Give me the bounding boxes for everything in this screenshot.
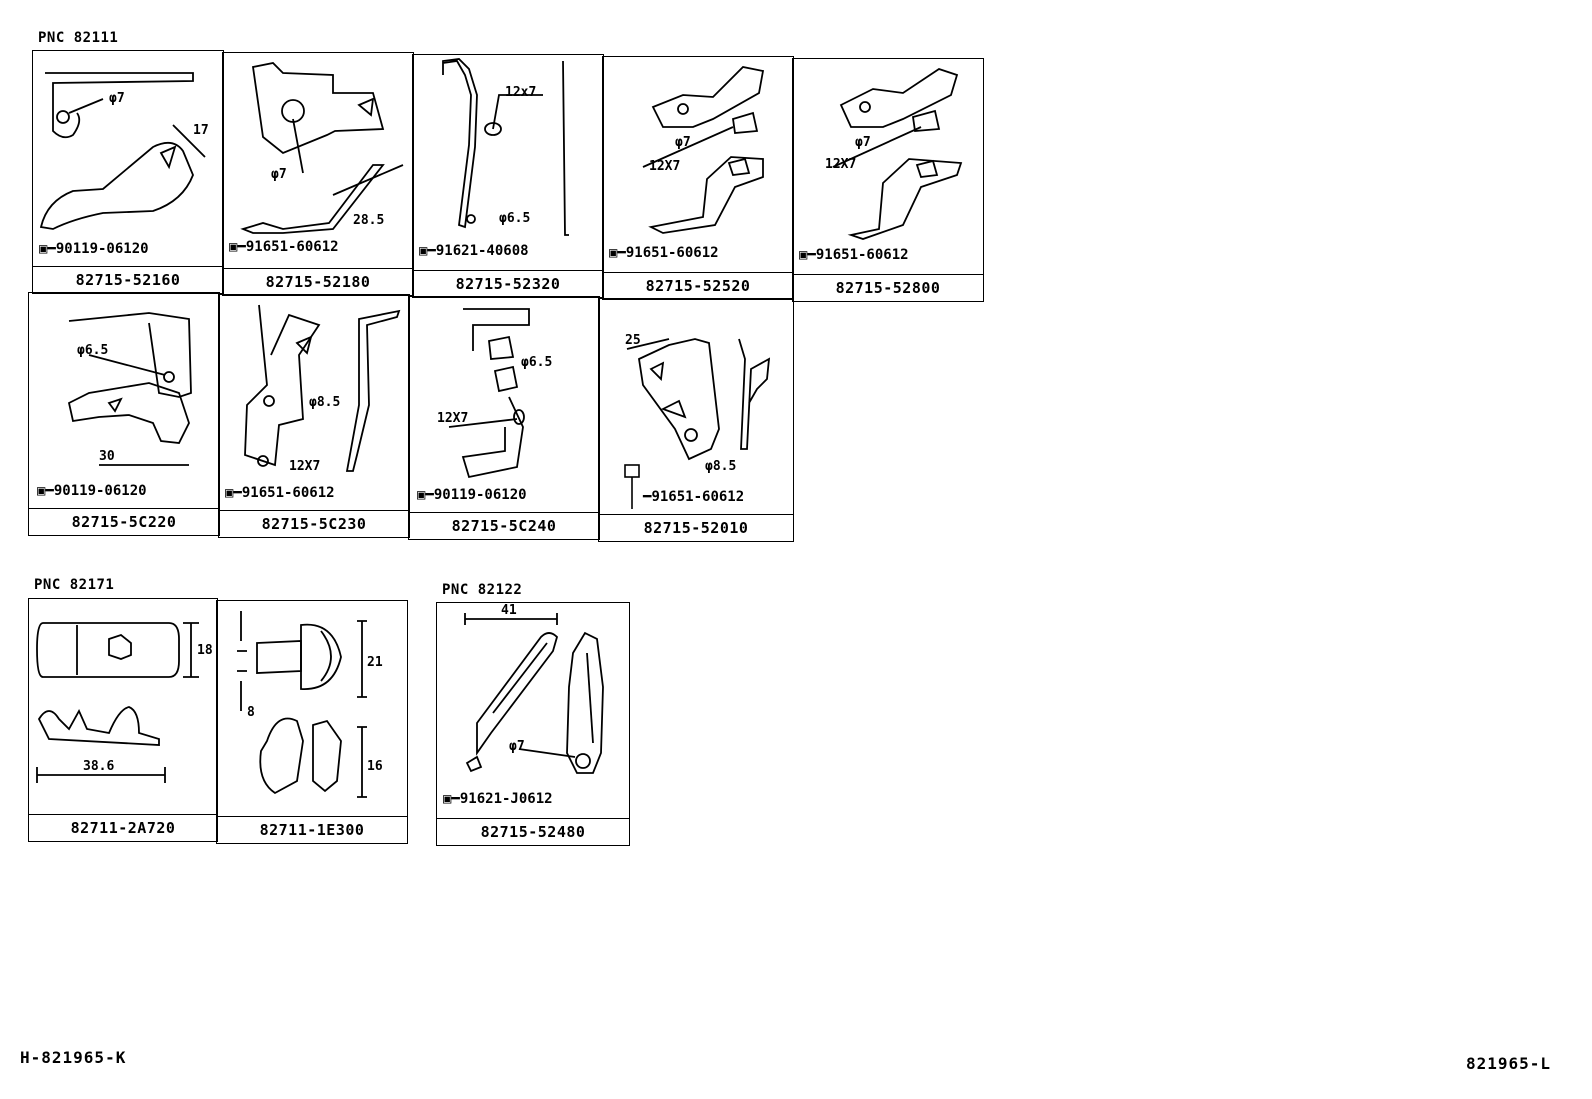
clip-drawing (237, 611, 367, 798)
part-number[interactable]: 82715-52010 (599, 514, 793, 541)
bolt-number[interactable]: ▣━91651-60612 (229, 239, 339, 255)
bracket-drawing (39, 72, 206, 230)
part-cell[interactable]: φ8.5 12X7 ▣━91651-60612 82715-5C230 (218, 294, 410, 538)
bolt-icon: ▣━ (37, 483, 54, 499)
part-cell[interactable]: 21 8 16 82711-1E300 (216, 600, 408, 844)
dim-label: 38.6 (83, 759, 115, 774)
bolt-number[interactable]: ▣━91651-60612 (225, 485, 335, 501)
pnc-label-82111: PNC 82111 (38, 30, 119, 46)
bolt-icon: ▣━ (609, 245, 626, 261)
dim-label: 8 (247, 705, 255, 720)
dim-label: φ7 (509, 739, 525, 754)
bolt-number[interactable]: ▣━91621-40608 (419, 243, 529, 259)
dim-label: φ7 (271, 167, 287, 182)
part-cell[interactable]: 41 φ7 ▣━91621-J0612 82715-52480 (436, 602, 630, 846)
dim-label: φ7 (675, 135, 691, 150)
part-cell[interactable]: φ7 28.5 ▣━91651-60612 82715-52180 (222, 52, 414, 296)
bracket-drawing (464, 613, 604, 774)
bolt-icon: ▣━ (229, 239, 246, 255)
bolt-number[interactable]: ▣━90119-06120 (39, 241, 149, 257)
bracket-drawing (240, 62, 404, 234)
part-number[interactable]: 82715-52800 (793, 274, 983, 301)
bolt-number[interactable]: ▣━91651-60612 (799, 247, 909, 263)
clip-drawing (36, 622, 199, 783)
dim-label: 18 (197, 643, 213, 658)
bolt-icon: ▣━ (419, 243, 436, 259)
dim-label: φ7 (855, 135, 871, 150)
dim-label: 12x7 (505, 85, 537, 100)
part-cell[interactable]: 25 φ8.5 ━91651-60612 82715-52010 (598, 298, 794, 542)
bolt-number[interactable]: ▣━91621-J0612 (443, 791, 553, 807)
part-cell[interactable]: φ7 12X7 ▣━91651-60612 82715-52800 (792, 58, 984, 302)
bracket-drawing (244, 304, 401, 472)
bracket-drawing (442, 58, 569, 236)
part-number[interactable]: 82715-52180 (223, 268, 413, 295)
dim-label: φ6.5 (521, 355, 553, 370)
illustration-code-right: 821965-L (1466, 1054, 1552, 1073)
dim-label: 30 (99, 449, 115, 464)
bolt-icon: ━ (643, 489, 652, 505)
part-cell[interactable]: φ6.5 30 ▣━90119-06120 82715-5C220 (28, 292, 220, 536)
part-number[interactable]: 82715-5C240 (409, 512, 599, 539)
part-number[interactable]: 82715-52480 (437, 818, 629, 845)
bolt-icon: ▣━ (417, 487, 434, 503)
dim-label: 21 (367, 655, 383, 670)
bolt-icon: ▣━ (443, 791, 460, 807)
bolt-icon: ▣━ (799, 247, 816, 263)
part-cell[interactable]: 18 38.6 82711-2A720 (28, 598, 218, 842)
dim-label: 12X7 (649, 159, 681, 174)
pnc-label-82122: PNC 82122 (442, 582, 523, 598)
dim-label: 12X7 (437, 411, 469, 426)
part-number[interactable]: 82711-2A720 (29, 814, 217, 841)
dim-label: 25 (625, 333, 641, 348)
bracket-drawing (624, 338, 771, 509)
dim-label: φ8.5 (309, 395, 341, 410)
bolt-icon: ▣━ (225, 485, 242, 501)
bracket-drawing (832, 68, 963, 240)
dim-label: φ6.5 (499, 211, 531, 226)
part-number[interactable]: 82715-5C230 (219, 510, 409, 537)
part-cell[interactable]: φ6.5 12X7 ▣━90119-06120 82715-5C240 (408, 296, 600, 540)
part-cell[interactable]: φ7 12X7 ▣━91651-60612 82715-52520 (602, 56, 794, 300)
dim-label: 16 (367, 759, 383, 774)
bracket-drawing (448, 308, 530, 479)
dim-label: 28.5 (353, 213, 385, 228)
dim-label: 17 (193, 123, 209, 138)
part-number[interactable]: 82715-52160 (33, 266, 223, 293)
bracket-drawing (67, 312, 192, 466)
bolt-number[interactable]: ▣━91651-60612 (609, 245, 719, 261)
bolt-number[interactable]: ━91651-60612 (643, 489, 745, 505)
dim-label: 12X7 (825, 157, 857, 172)
part-number[interactable]: 82715-5C220 (29, 508, 219, 535)
part-number[interactable]: 82715-52320 (413, 270, 603, 297)
bolt-number[interactable]: ▣━90119-06120 (417, 487, 527, 503)
dim-label: φ7 (109, 91, 125, 106)
part-cell[interactable]: φ7 17 ▣━90119-06120 82715-52160 (32, 50, 224, 294)
dim-label: 41 (501, 603, 517, 618)
part-number[interactable]: 82715-52520 (603, 272, 793, 299)
pnc-label-82171: PNC 82171 (34, 577, 115, 593)
bracket-drawing (642, 66, 765, 234)
illustration-code-left: H-821965-K (20, 1048, 127, 1067)
bolt-icon: ▣━ (39, 241, 56, 257)
dim-label: φ6.5 (77, 343, 109, 358)
bolt-number[interactable]: ▣━90119-06120 (37, 483, 147, 499)
dim-label: φ8.5 (705, 459, 737, 474)
dim-label: 12X7 (289, 459, 321, 474)
part-cell[interactable]: 12x7 φ6.5 ▣━91621-40608 82715-52320 (412, 54, 604, 298)
part-number[interactable]: 82711-1E300 (217, 816, 407, 843)
